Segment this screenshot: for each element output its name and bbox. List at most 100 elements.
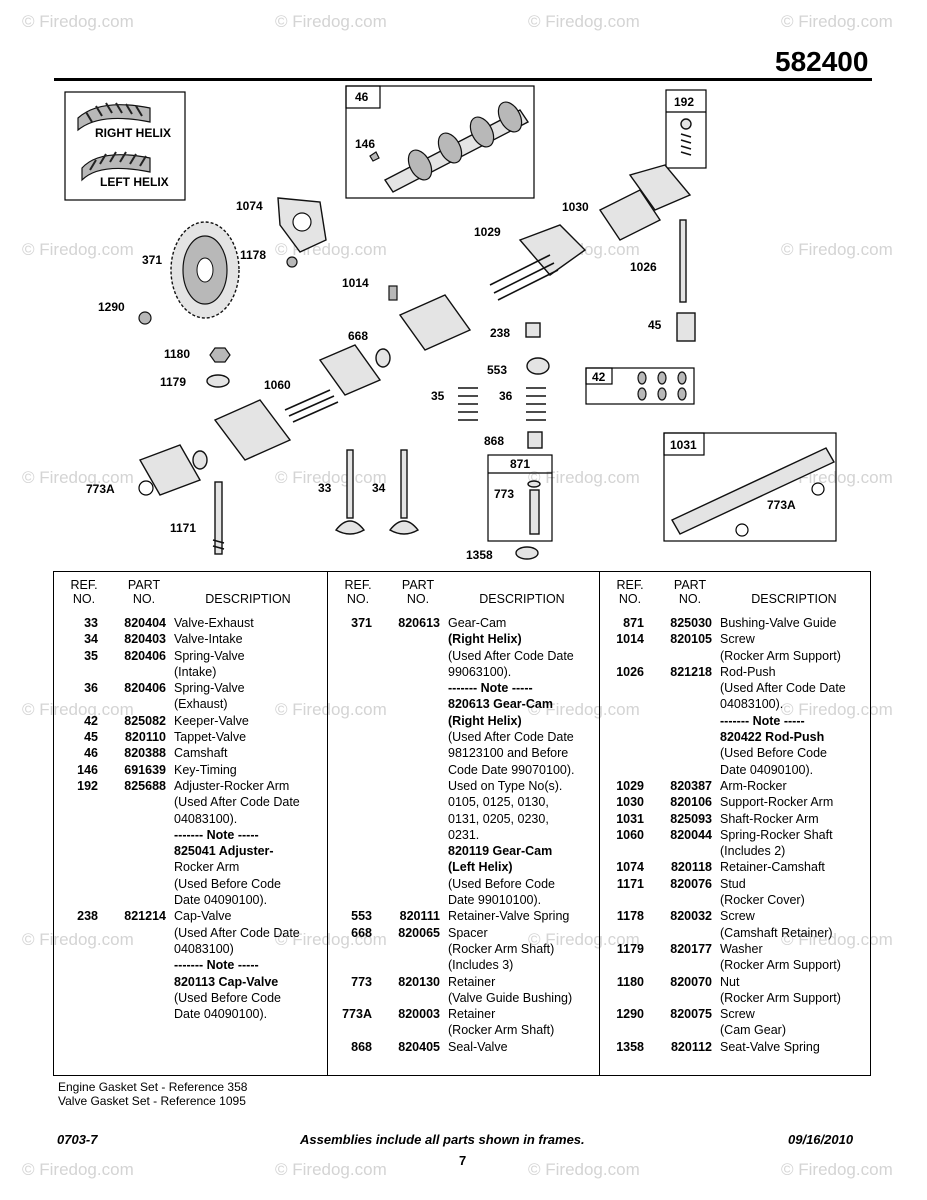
part-no: 825082 <box>124 713 166 728</box>
table-row: (Includes 3) <box>328 958 600 974</box>
part-no: 820110 <box>124 730 166 745</box>
part-no: 820032 <box>670 909 712 924</box>
ref-no: 146 <box>77 762 98 777</box>
table-row: (Exhaust) <box>54 697 327 713</box>
ref-no: 871 <box>623 616 644 630</box>
part-no: 820076 <box>670 876 712 891</box>
part-no: 820177 <box>670 941 712 956</box>
callout-45: 45 <box>648 318 662 332</box>
description-header: DESCRIPTION <box>751 592 837 606</box>
table-row: (Rocker Cover) <box>600 893 870 909</box>
part-no: 820406 <box>124 681 166 696</box>
part-no: 820406 <box>124 648 166 663</box>
description: Retainer <box>448 1007 496 1022</box>
callout-238: 238 <box>490 326 510 340</box>
description: (Rocker Arm Support) <box>720 648 841 663</box>
description: ------- Note ----- <box>174 958 259 973</box>
footer-date: 09/16/2010 <box>788 1132 854 1147</box>
ref-no: 553 <box>351 909 372 924</box>
ref-no: 773A <box>342 1007 372 1022</box>
part-no: 820044 <box>670 827 712 842</box>
table-row: 04083100) <box>54 942 327 958</box>
part-no: 825688 <box>124 778 166 793</box>
ref-no: 1358 <box>616 1039 644 1054</box>
part-no: 821214 <box>124 909 166 924</box>
description: 98123100 and Before <box>448 746 569 761</box>
watermark: © Firedog.com <box>275 930 387 949</box>
table-row: (Valve Guide Bushing) <box>328 991 600 1007</box>
description: (Rocker Cover) <box>720 893 805 908</box>
camshaft-frame-tag <box>345 85 381 109</box>
callout-371: 371 <box>142 253 162 267</box>
header-rule <box>54 78 872 81</box>
table-row: ------- Note ----- <box>54 958 327 974</box>
callout-1171: 1171 <box>170 521 196 535</box>
ref-no: 1171 <box>616 876 644 891</box>
ref-no: 33 <box>84 616 98 630</box>
part-no: 820387 <box>670 778 712 793</box>
description: Camshaft <box>174 746 228 761</box>
table-row: Date 99010100). <box>328 893 600 909</box>
table-row: 820119 Gear-Cam <box>328 844 600 860</box>
description: (Rocker Arm Support) <box>720 990 841 1005</box>
watermark: © Firedog.com <box>781 240 893 259</box>
table-row: Date 04090100). <box>600 763 870 779</box>
description: Screw <box>720 632 755 647</box>
timing-key-icon <box>369 151 380 162</box>
table-row: ------- Note ----- <box>328 681 600 697</box>
nut-icon <box>209 347 231 363</box>
valve-spring-seat-icon <box>515 546 539 560</box>
table-row: (Rocker Arm Support) <box>600 991 870 1007</box>
description: Date 99010100). <box>448 893 542 908</box>
description: Seat-Valve Spring <box>720 1039 820 1054</box>
callout-192: 192 <box>674 95 694 109</box>
valve-guide-frame <box>487 454 553 542</box>
table-row: Date 04090100). <box>54 1007 327 1023</box>
retainer-ring-icon <box>138 480 154 496</box>
ref-no: 34 <box>84 632 98 647</box>
table-row: Code Date 99070100). <box>328 763 600 779</box>
description: (Used After Code Date <box>448 730 574 745</box>
description: Keeper-Valve <box>174 713 249 728</box>
description: Adjuster-Rocker Arm <box>174 778 290 793</box>
table-row: (Used Before Code <box>328 877 600 893</box>
description: Cap-Valve <box>174 909 232 924</box>
rocker-arm-left-icon <box>213 399 292 461</box>
table-row: (Left Helix) <box>328 860 600 876</box>
table-row: (Includes 2) <box>600 844 870 860</box>
ref-no: 1029 <box>616 778 644 793</box>
table-row: (Rocker Arm Shaft) <box>328 1023 600 1039</box>
spacer-icon <box>375 348 391 368</box>
callout-871: 871 <box>510 457 530 471</box>
table-row: (Used Before Code <box>54 991 327 1007</box>
description: Spring-Valve <box>174 681 245 696</box>
keeper-frame <box>585 367 695 405</box>
description: (Exhaust) <box>174 697 228 712</box>
description: Bushing-Valve Guide <box>720 616 837 630</box>
ref-no: 371 <box>351 616 372 630</box>
description: 820422 Rod-Push <box>720 730 825 745</box>
camshaft-icon <box>383 101 530 193</box>
callout-1029: 1029 <box>474 225 501 239</box>
description: 04083100) <box>174 941 234 956</box>
ref-no: 1074 <box>616 860 644 875</box>
rocker-shaft-frame <box>663 432 837 542</box>
table-row: (Used After Code Date <box>328 730 600 746</box>
description: Rod-Push <box>720 664 776 679</box>
description: Date 04090100). <box>174 1007 268 1022</box>
table-row: (Right Helix) <box>328 632 600 648</box>
rocker-shaft-spring-icon <box>284 389 339 423</box>
callout-1074: 1074 <box>236 199 263 213</box>
description: (Rocker Arm Shaft) <box>448 1023 555 1038</box>
description: (Valve Guide Bushing) <box>448 990 573 1005</box>
